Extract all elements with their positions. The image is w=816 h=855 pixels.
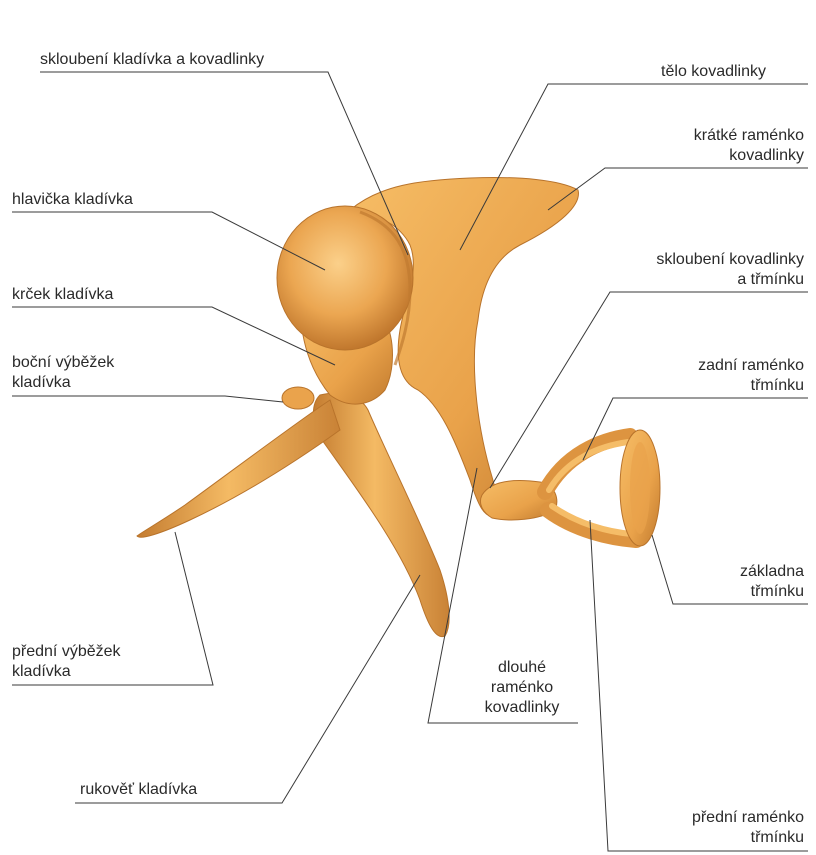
label-long-process-incus: dlouhé raménko kovadlinky xyxy=(470,658,574,718)
label-handle-of-malleus: rukověť kladívka xyxy=(80,780,197,800)
label-anterior-process-malleus: přední výběžek kladívka xyxy=(12,642,121,682)
malleus-head xyxy=(277,206,413,350)
leader-handle-of-malleus xyxy=(75,575,420,803)
label-malleus-incus-joint: skloubení kladívka a kovadlinky xyxy=(40,50,264,70)
label-footplate-stapes: základna třmínku xyxy=(740,562,804,602)
label-head-of-malleus: hlavička kladívka xyxy=(12,190,133,210)
leader-head-of-malleus xyxy=(12,212,325,270)
label-posterior-crus-stapes: zadní raménko třmínku xyxy=(698,356,804,396)
leader-posterior-crus-stapes xyxy=(583,398,808,460)
leader-short-process-incus xyxy=(548,168,808,210)
label-incudostapedial-joint: skloubení kovadlinky a třmínku xyxy=(656,250,804,290)
stapes-footplate-rim xyxy=(630,442,650,534)
label-anterior-crus-stapes: přední raménko třmínku xyxy=(692,808,804,848)
label-body-of-incus: tělo kovadlinky xyxy=(661,62,766,82)
label-lateral-process-malleus: boční výběžek kladívka xyxy=(12,353,114,393)
malleus-anterior-process xyxy=(137,400,340,537)
malleus-lateral-process xyxy=(282,387,314,409)
leader-lateral-process-malleus xyxy=(12,396,283,402)
label-short-process-incus: krátké raménko kovadlinky xyxy=(694,126,804,166)
label-neck-of-malleus: krček kladívka xyxy=(12,285,113,305)
